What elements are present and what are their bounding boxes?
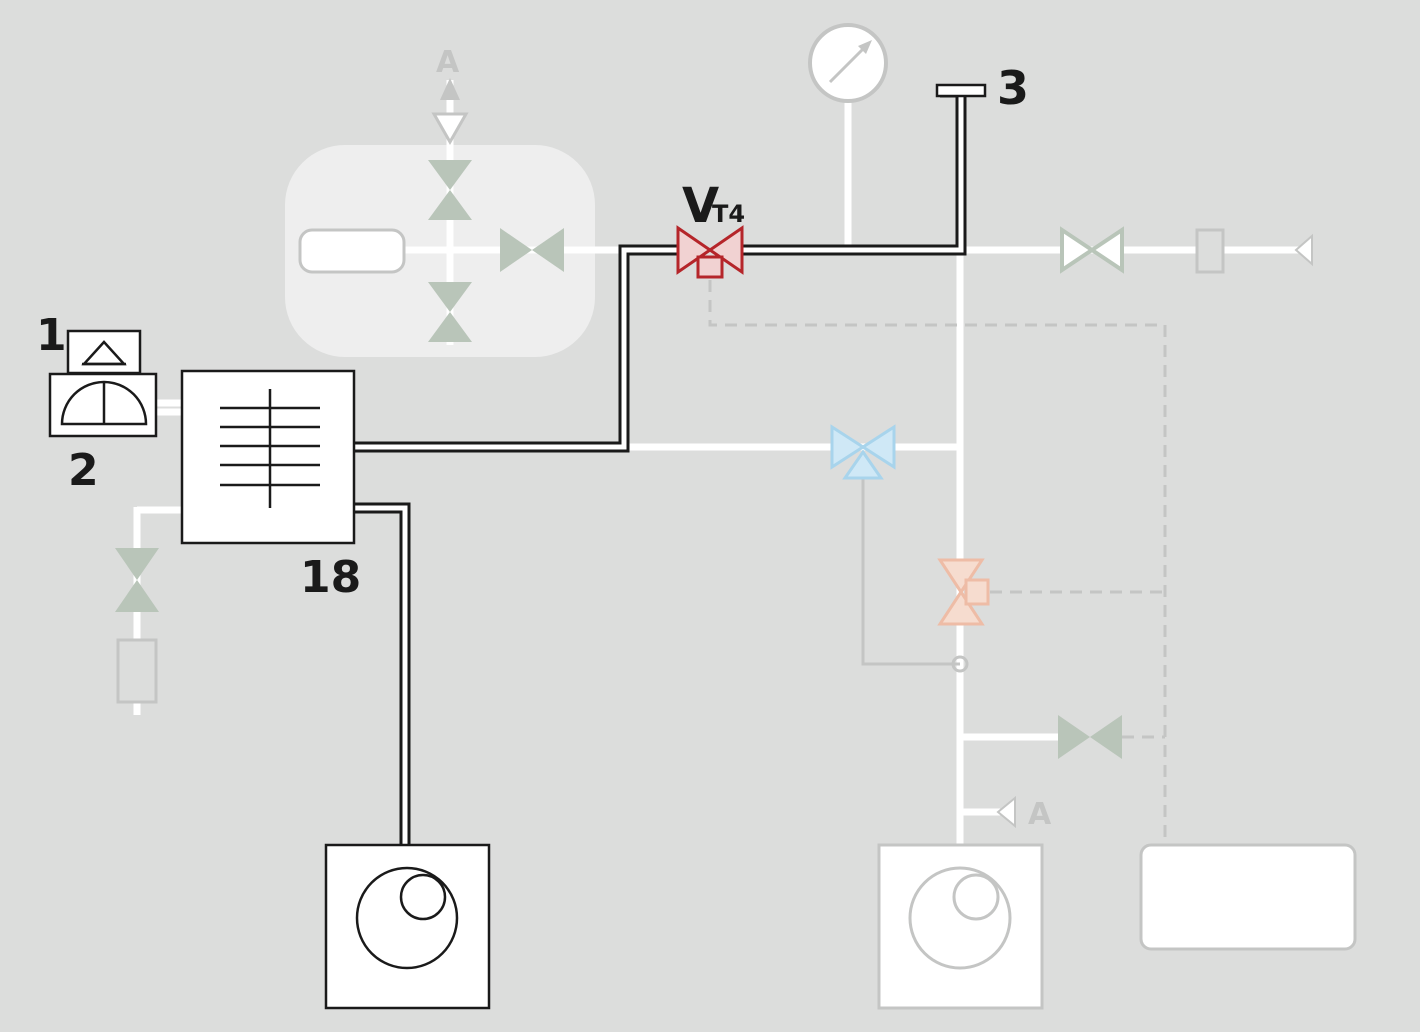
needle-valve-icon xyxy=(115,548,159,612)
vent-arrow-icon xyxy=(996,795,1016,829)
needle-valve-icon xyxy=(1058,715,1122,759)
label-1: 1 xyxy=(36,310,67,361)
meter-dial-icon xyxy=(60,380,148,426)
three-way-valve-icon xyxy=(676,225,744,279)
needle-valve-icon xyxy=(428,160,472,220)
controller-box xyxy=(1139,843,1357,951)
needle-valve-icon xyxy=(1060,226,1124,274)
vacuum-pump-icon xyxy=(324,843,491,1010)
three-way-valve-icon xyxy=(830,424,896,480)
label-18: 18 xyxy=(300,552,361,603)
active-pipe-path xyxy=(355,83,987,845)
needle-valve-icon xyxy=(428,282,472,342)
line-end-icon xyxy=(1294,233,1313,267)
svg-text:T4: T4 xyxy=(712,200,745,228)
pneumatic-valve-icon xyxy=(937,558,990,626)
label-2: 2 xyxy=(68,445,99,496)
pressure-gauge-icon xyxy=(808,23,888,103)
needle-valve-icon xyxy=(500,228,564,272)
gas-cylinder xyxy=(298,228,406,274)
vent-arrow-icon xyxy=(431,78,469,146)
filter-element xyxy=(116,638,158,704)
label-a-right: A xyxy=(1028,797,1052,832)
bypass-line xyxy=(861,478,960,666)
filter-element xyxy=(1195,228,1225,274)
junction-mark xyxy=(951,655,969,673)
manifold-icon xyxy=(180,369,356,545)
label-a-top: A xyxy=(436,45,460,80)
control-lines xyxy=(708,280,1167,845)
label-3: 3 xyxy=(997,61,1029,115)
sensor-head xyxy=(66,329,142,375)
vacuum-pump-icon xyxy=(877,843,1044,1010)
valve-label-vt4: V T4 xyxy=(682,178,745,234)
svg-text:V: V xyxy=(682,178,719,234)
